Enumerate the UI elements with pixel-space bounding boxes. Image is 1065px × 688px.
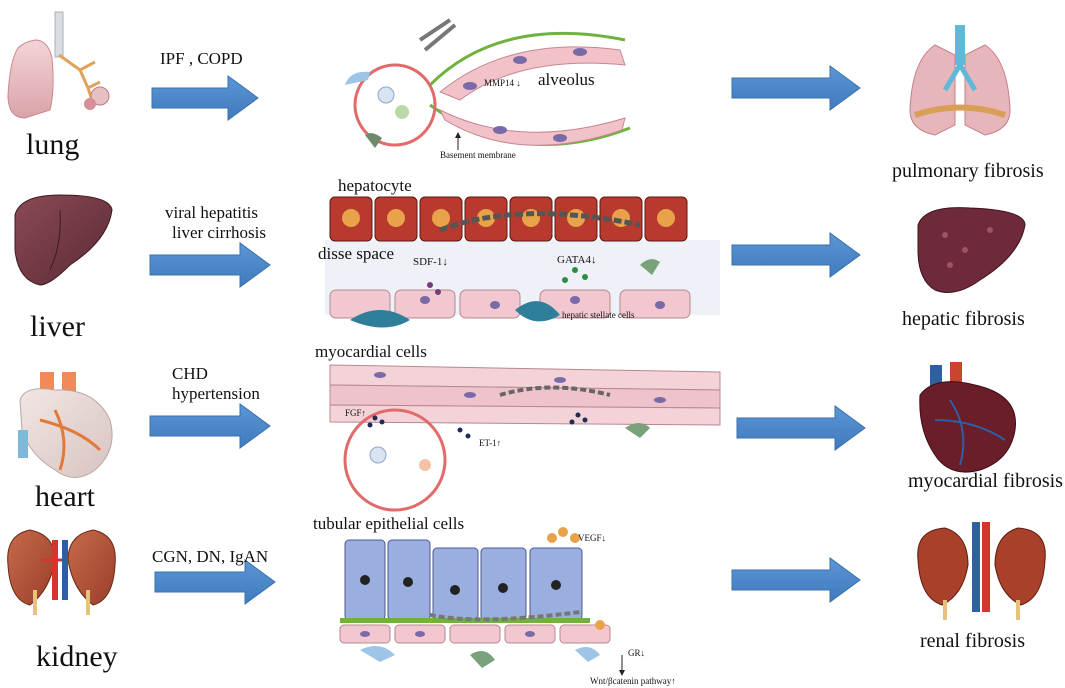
- gata4-label: GATA4↓: [557, 254, 597, 266]
- hepatic-fibrosis-icon: [917, 207, 1026, 293]
- arrow-lung-right: [731, 65, 861, 111]
- outcome-hepatic: hepatic fibrosis: [902, 308, 1025, 330]
- tubular-illustration: [339, 527, 625, 676]
- arrow-kidney-left: [154, 559, 276, 605]
- myocardial-fibrosis-icon: [919, 362, 1016, 473]
- arrow-liver-right: [731, 232, 861, 278]
- organ-label-kidney: kidney: [36, 640, 118, 673]
- hepatocyte-label: hepatocyte: [338, 176, 412, 195]
- renal-fibrosis-icon: [917, 522, 1046, 620]
- arrow-liver-left: [149, 242, 271, 288]
- disease-label-kidney: CGN, DN, IgAN: [152, 547, 269, 566]
- kidney-icon: [7, 529, 116, 615]
- hepatocyte-row: [329, 196, 688, 242]
- heart-icon: [18, 372, 113, 478]
- fgf-label: FGF↑: [345, 408, 367, 418]
- organ-label-heart: heart: [35, 480, 95, 513]
- endothelial-row: [329, 289, 691, 319]
- pulmonary-fibrosis-icon: [909, 25, 1011, 136]
- et1-label: ET-1↑: [479, 438, 502, 448]
- wnt-label: Wnt/βcatenin pathway↑: [590, 676, 676, 686]
- tubular-cells-label: tubular epithelial cells: [313, 514, 465, 533]
- sdf1-label: SDF-1↓: [413, 256, 448, 268]
- mmp14-label: MMP14 ↓: [484, 78, 521, 88]
- disease-label-heart-1: CHD: [172, 364, 208, 383]
- vegf-label: VEGF↓: [578, 533, 607, 543]
- disease-label-liver-1: viral hepatitis: [165, 203, 259, 222]
- arrow-heart-left: [149, 403, 271, 449]
- arrow-kidney-right: [731, 557, 861, 603]
- stellate-cells-label: hepatic stellate cells: [562, 310, 635, 320]
- lung-icon: [7, 11, 110, 119]
- alveolus-label: alveolus: [538, 70, 595, 89]
- alveolus-illustration: [345, 18, 631, 150]
- liver-icon: [14, 194, 113, 286]
- basement-membrane-label: Basement membrane: [440, 150, 516, 160]
- organ-label-liver: liver: [30, 310, 85, 343]
- disease-label-lung: IPF , COPD: [160, 49, 243, 68]
- gr-label: GR↓: [628, 648, 646, 658]
- liver-cells-illustration: [325, 196, 720, 328]
- disease-label-heart-2: hypertension: [172, 384, 260, 403]
- arrow-heart-right: [736, 405, 866, 451]
- myocardial-illustration: [329, 364, 721, 512]
- outcome-renal: renal fibrosis: [920, 630, 1025, 652]
- disease-label-liver-2: liver cirrhosis: [172, 223, 266, 242]
- arrow-lung-left: [151, 75, 259, 121]
- disse-space-label: disse space: [318, 244, 395, 263]
- organ-label-lung: lung: [26, 128, 80, 161]
- myocardial-cells-label: myocardial cells: [315, 342, 427, 361]
- outcome-pulmonary: pulmonary fibrosis: [892, 160, 1044, 182]
- outcome-myocardial: myocardial fibrosis: [908, 470, 1063, 492]
